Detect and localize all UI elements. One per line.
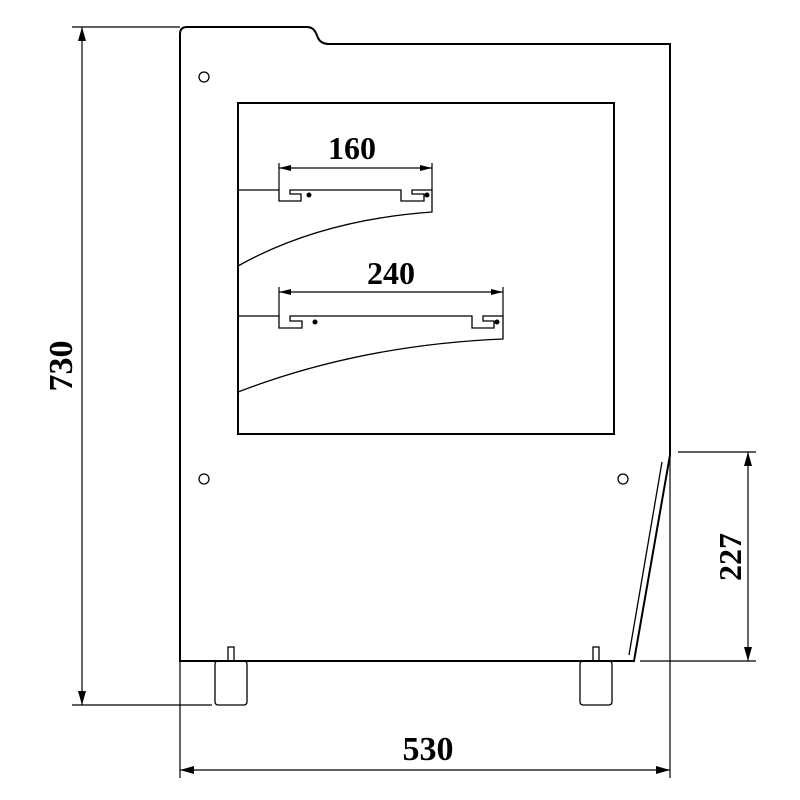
upper-shelf-arrow-right: [420, 165, 432, 171]
lower-shelf-arrow-right: [491, 289, 503, 295]
lower-shelf-bracket: [237, 315, 504, 393]
foot-right-pad: [579, 660, 613, 706]
cabinet-outline: [179, 26, 671, 662]
foot-right: [579, 646, 613, 706]
width-label: 530: [403, 731, 454, 768]
upper-shelf-arrow-left: [279, 165, 291, 171]
upper-shelf: [237, 189, 433, 267]
lower-shelf-pin-left: [312, 319, 318, 325]
lower-shelf-dimension: 240: [278, 255, 504, 316]
upper-shelf-pin-left: [306, 192, 312, 198]
height-dimension: 730: [43, 26, 212, 706]
screw-hole-mid-left: [198, 473, 210, 485]
front-glass: [633, 454, 671, 662]
upper-shelf-pin-right: [424, 192, 430, 198]
lower-shelf-arrow-left: [279, 289, 291, 295]
lower-shelf-pin-right: [494, 319, 500, 325]
height-arrow-bottom: [78, 691, 86, 705]
cabinet-body: [179, 26, 671, 662]
upper-shelf-bracket: [237, 189, 433, 267]
glass-arrow-top: [744, 452, 752, 466]
side-window: [237, 102, 615, 435]
foot-left-pad: [214, 660, 248, 706]
lower-shelf: [237, 315, 504, 393]
foot-left-stem: [227, 646, 235, 662]
screw-hole-mid-right: [617, 473, 629, 485]
foot-right-stem: [592, 646, 600, 662]
width-arrow-right: [656, 766, 670, 774]
screw-hole-top-left: [198, 71, 210, 83]
glass-arrow-bottom: [744, 647, 752, 661]
height-label: 730: [43, 341, 80, 392]
glass-height-label: 227: [712, 533, 748, 581]
foot-left: [214, 646, 248, 706]
glass-height-dimension: 227: [640, 451, 756, 662]
width-arrow-left: [180, 766, 194, 774]
width-dimension: 530: [179, 44, 671, 778]
lower-shelf-label: 240: [367, 255, 415, 291]
upper-shelf-label: 160: [328, 130, 376, 166]
front-glass-inner: [628, 461, 663, 656]
upper-shelf-dimension: 160: [278, 130, 433, 190]
height-arrow-top: [78, 27, 86, 41]
